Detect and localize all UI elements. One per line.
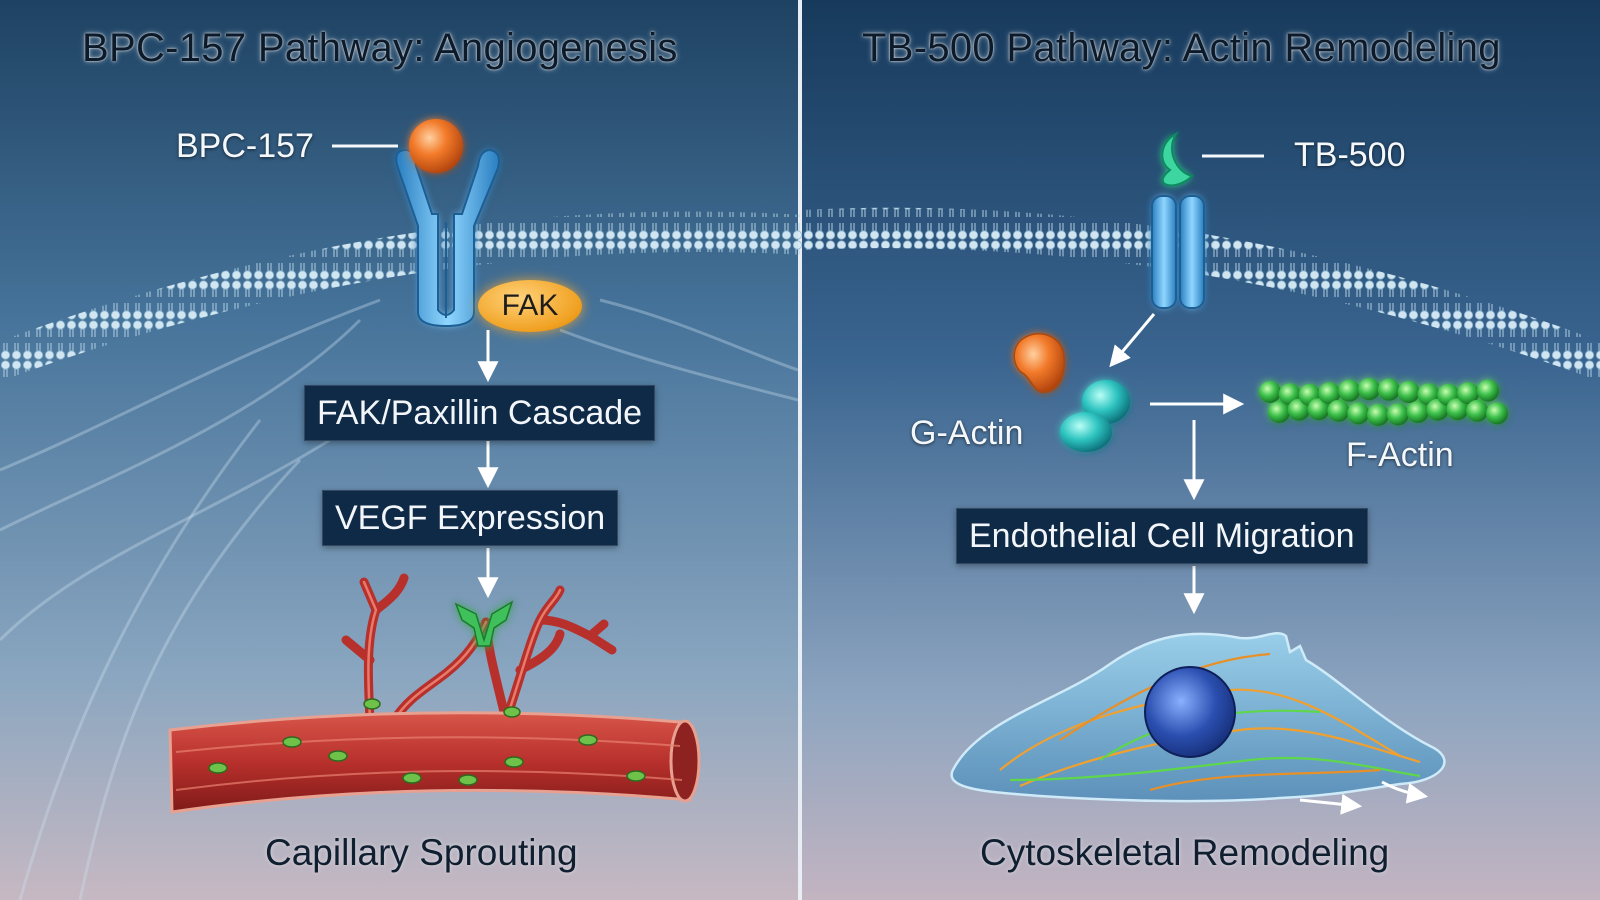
cell-membrane-left — [0, 211, 805, 382]
endothelial-migration-box: Endothelial Cell Migration — [956, 508, 1368, 564]
panel-divider — [798, 0, 802, 900]
capillary-sprouting-label: Capillary Sprouting — [265, 832, 578, 873]
f-actin-bead — [1477, 379, 1499, 402]
f-actin-bead — [1377, 378, 1400, 401]
f-actin-bead — [1457, 382, 1480, 405]
f-actin-bead — [1338, 379, 1361, 402]
fak-label: FAK — [478, 280, 582, 332]
right-panel-title: TB-500 Pathway: Actin Remodeling — [862, 26, 1501, 70]
f-actin-bead — [1259, 381, 1281, 403]
right-flow-arrows — [1109, 313, 1245, 615]
cell-membrane-right — [802, 207, 1600, 382]
f-actin-bead — [1347, 402, 1370, 425]
bpc157-label: BPC-157 — [176, 127, 314, 165]
vegf-expression-box: VEGF Expression — [322, 490, 619, 546]
fak-paxillin-box: FAK/Paxillin Cascade — [304, 385, 656, 441]
f-actin-bead — [1406, 400, 1429, 423]
f-actin-bead — [1318, 382, 1341, 405]
f-actin-bead — [1446, 398, 1469, 421]
f-actin-bead — [1397, 381, 1420, 404]
vegf-receptor-icon — [454, 600, 514, 647]
nucleus-icon — [1144, 666, 1236, 758]
cytoskeletal-remodeling-label: Cytoskeletal Remodeling — [980, 832, 1390, 873]
f-actin-bead — [1307, 398, 1330, 421]
tb500-ligand-icon — [1161, 131, 1194, 187]
channel-receptor-icon — [1151, 195, 1205, 309]
f-actin-bead — [1268, 401, 1290, 423]
tb500-label: TB-500 — [1294, 136, 1406, 174]
bpc157-ligand-icon — [409, 119, 463, 173]
g-actin-orange-icon — [1013, 333, 1066, 393]
f-actin-bead — [1466, 399, 1489, 422]
blood-vessel-icon — [168, 573, 701, 814]
f-actin-bead — [1358, 378, 1381, 401]
f-actin-bead — [1367, 403, 1390, 426]
f-actin-bead — [1486, 402, 1508, 425]
f-actin-filament-icon — [1259, 378, 1508, 426]
background-fibers — [0, 298, 799, 900]
f-actin-bead — [1386, 403, 1409, 426]
endothelial-cell-icon — [950, 631, 1446, 815]
g-actin-label: G-Actin — [910, 414, 1024, 452]
f-actin-bead — [1327, 399, 1350, 422]
f-actin-label: F-Actin — [1346, 436, 1454, 474]
left-panel-title: BPC-157 Pathway: Angiogenesis — [82, 26, 678, 70]
g-actin-teal-icon — [1060, 380, 1130, 452]
